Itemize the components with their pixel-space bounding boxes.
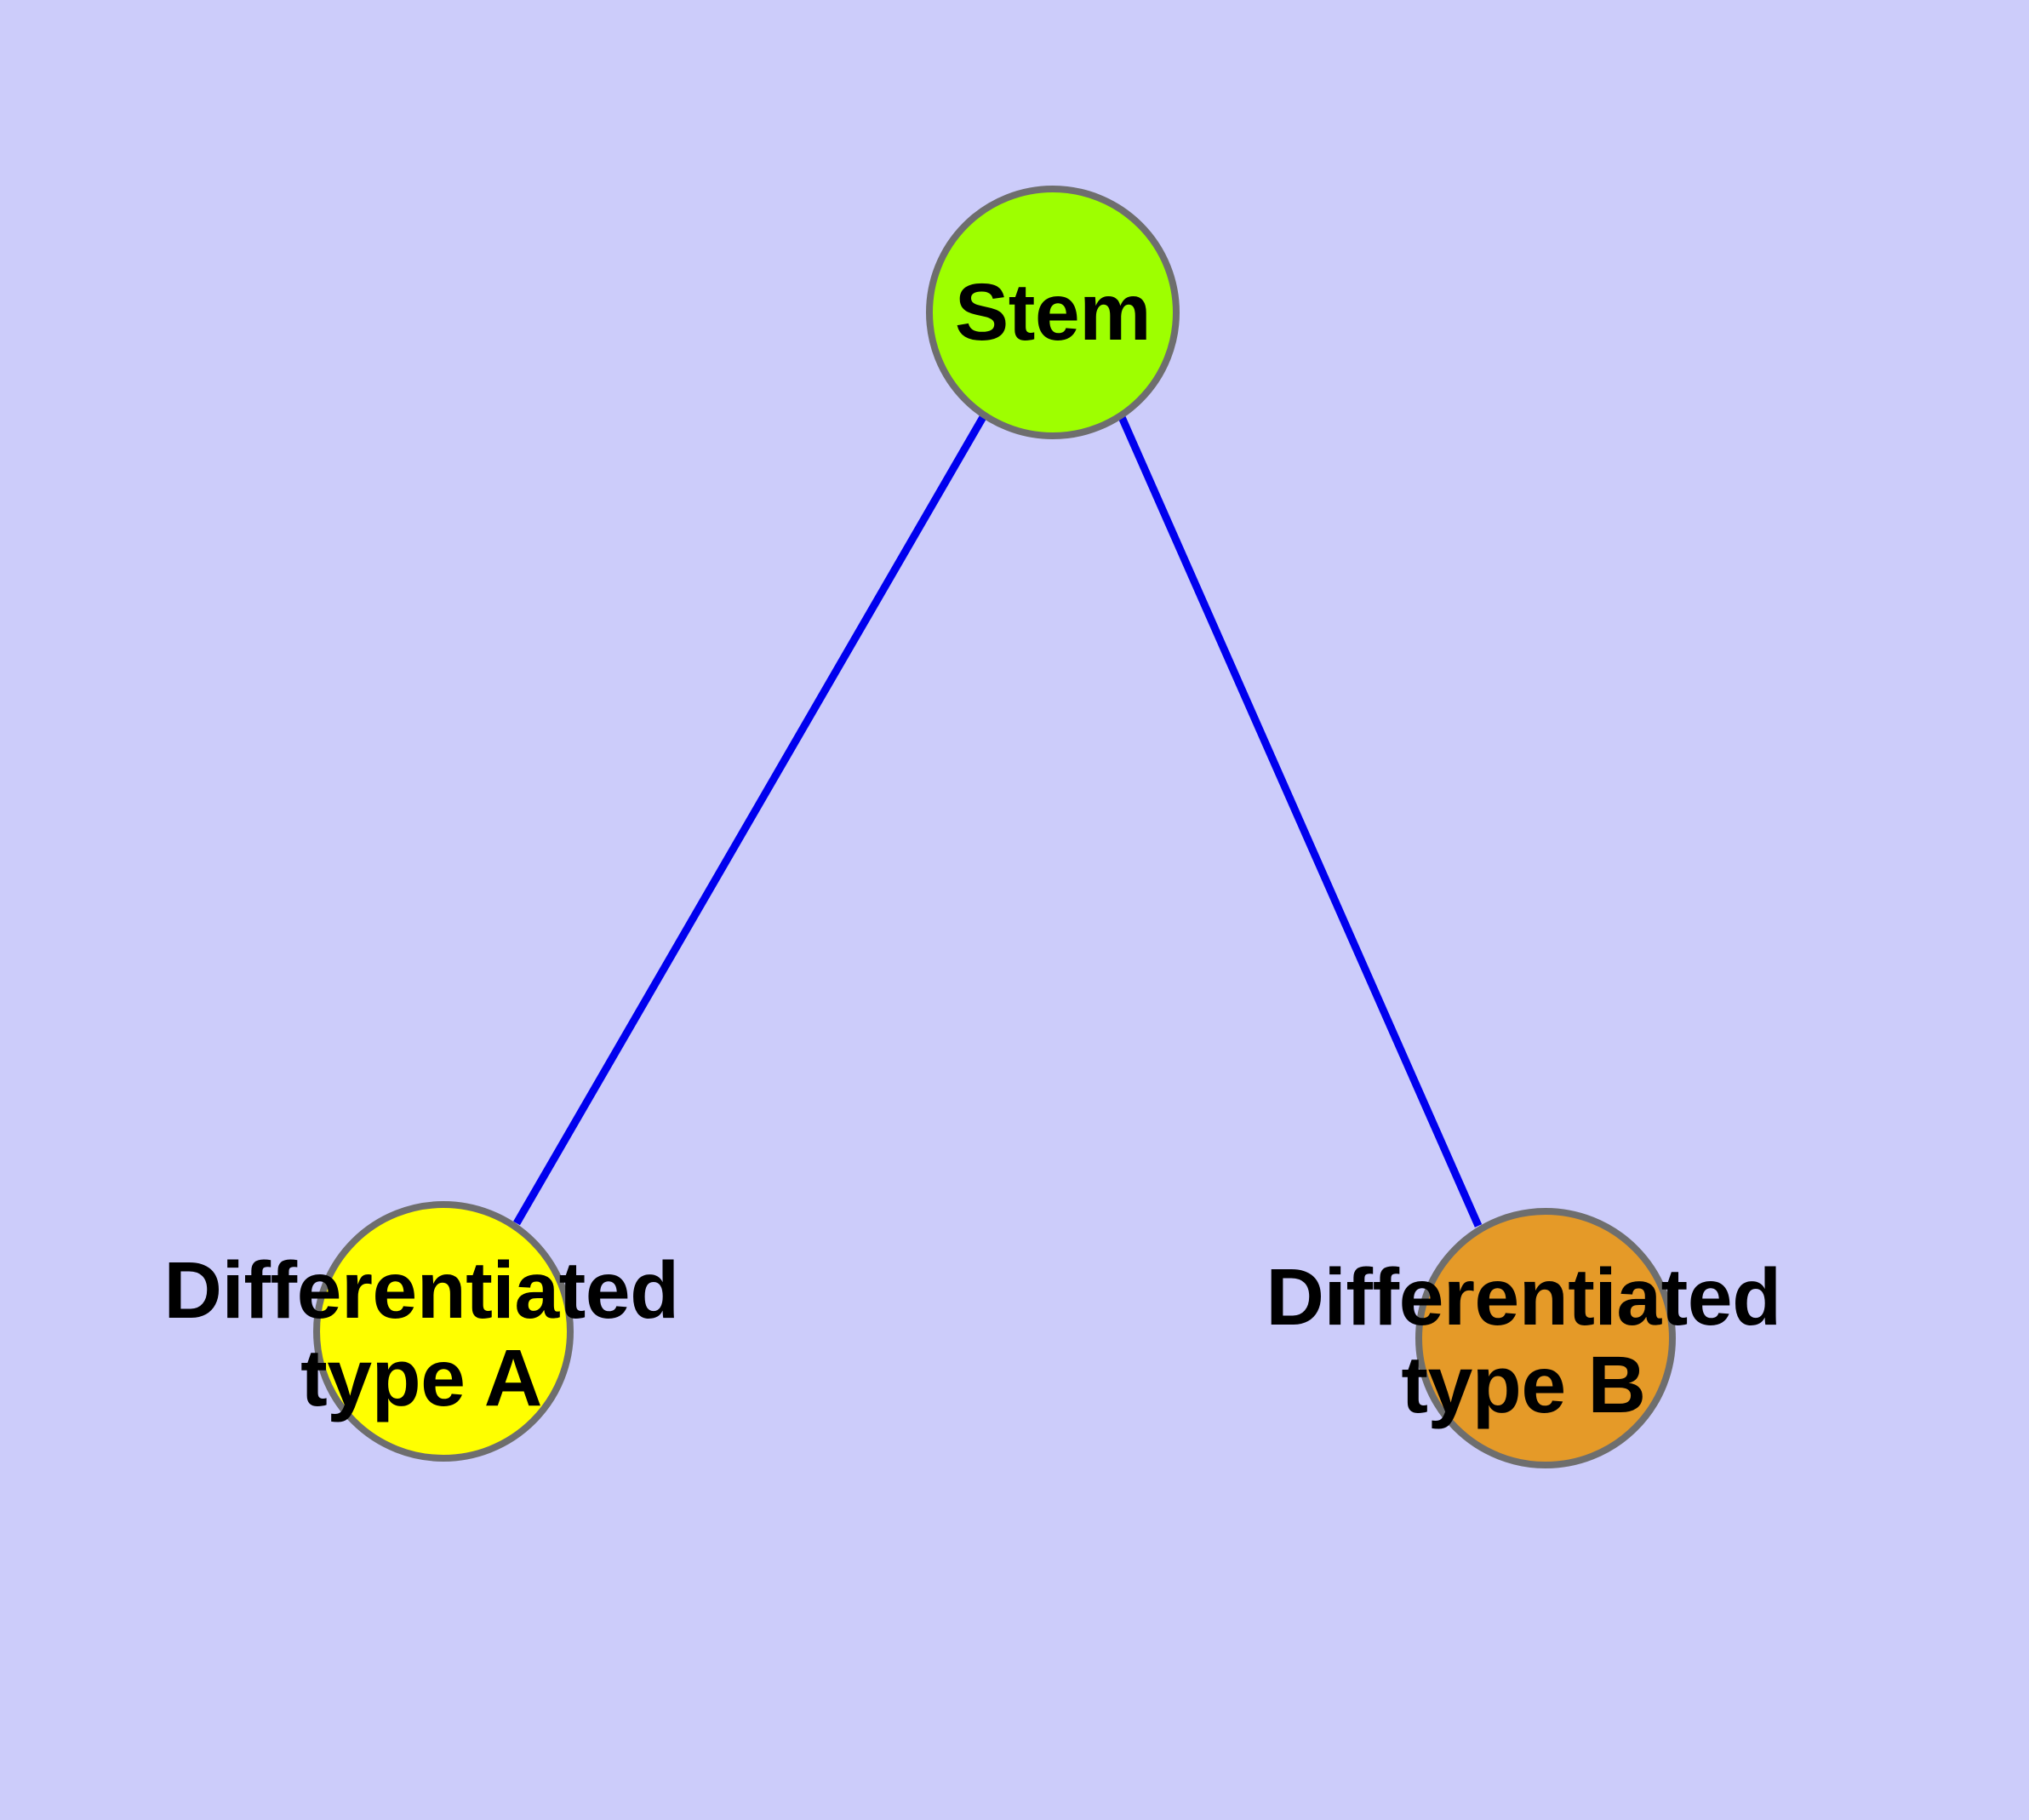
edge-stem-to-differentiated-type-b[interactable] [1117, 415, 1483, 1228]
node-differentiated-type-b[interactable] [1415, 1208, 1676, 1468]
node-differentiated-type-a[interactable] [313, 1201, 574, 1462]
node-stem[interactable] [926, 186, 1180, 439]
edge-stem-to-differentiated-type-a[interactable] [513, 415, 986, 1226]
